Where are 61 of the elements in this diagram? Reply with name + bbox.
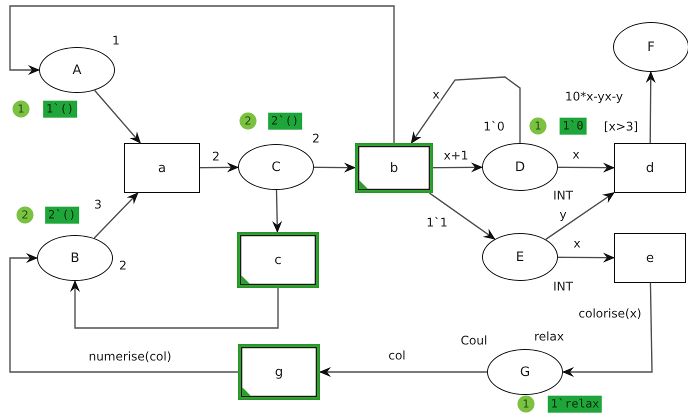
inscription: Coul	[460, 334, 488, 348]
token-count: 2	[16, 206, 34, 224]
place-ellipse	[613, 22, 688, 72]
inscription: [x>3]	[604, 120, 638, 134]
transition-name: b	[390, 160, 398, 176]
arc-arrow	[410, 76, 521, 144]
place-name: B	[70, 250, 80, 266]
arc-inscription: numerise(col)	[88, 350, 172, 364]
marking-badge: 1`0	[560, 118, 586, 134]
arc-inscription: 10*x-yx-y	[564, 90, 624, 104]
place-name: G	[520, 364, 530, 380]
arc-arrow	[562, 282, 653, 377]
token-count: 1	[530, 118, 546, 134]
marking-badge: 2`()	[45, 206, 79, 224]
inscription: 1	[112, 34, 120, 48]
place-name: E	[516, 250, 524, 264]
arc-inscription: colorise(x)	[578, 307, 642, 321]
transition-box	[355, 143, 433, 193]
arc-inscription: col	[387, 349, 407, 363]
transition-name: g	[274, 364, 284, 380]
inscription: 1`0	[483, 120, 505, 134]
arc-arrow	[200, 162, 239, 172]
place-name: A	[72, 62, 82, 78]
arc-arrow	[428, 192, 496, 240]
transition-name: e	[646, 250, 654, 266]
arc-inscription: 3	[93, 198, 103, 212]
transition-box	[237, 232, 319, 288]
arc-arrow	[558, 252, 615, 263]
inscription: 2	[312, 132, 320, 146]
token-count: 2	[240, 112, 256, 130]
arc-arrow	[272, 190, 282, 233]
transition-name: a	[158, 160, 166, 176]
arc-arrow	[545, 192, 615, 240]
place-name: C	[271, 160, 281, 174]
arc-arrow	[433, 162, 483, 172]
arc-arrow	[314, 162, 356, 173]
transition-name: d	[646, 160, 654, 176]
arc-arrow	[319, 367, 487, 377]
place-name: D	[514, 160, 525, 174]
arc-arrow	[70, 280, 279, 329]
arc-arrow	[646, 71, 656, 143]
place-name: F	[647, 40, 655, 54]
token-count: 1	[518, 396, 534, 412]
arc-arrow	[9, 253, 238, 373]
transition-name: c	[274, 252, 282, 268]
arc-arrow	[9, 5, 395, 143]
marking-badge: 1`()	[43, 100, 77, 118]
inscription: 2	[119, 259, 127, 273]
arc-arrow	[94, 192, 139, 239]
transition-box	[614, 143, 686, 193]
transition-box	[124, 143, 200, 193]
token-count: 1	[12, 100, 30, 118]
inscription: relax	[534, 330, 564, 344]
inscription: INT	[553, 280, 573, 294]
transition-box	[238, 344, 320, 400]
marking-badge: 2`()	[268, 112, 302, 130]
transition-box	[614, 233, 686, 283]
arc-arrow	[558, 162, 615, 173]
inscription: INT	[553, 189, 573, 203]
arc-arrow	[94, 90, 141, 144]
marking-badge: 1`relax	[548, 396, 602, 412]
